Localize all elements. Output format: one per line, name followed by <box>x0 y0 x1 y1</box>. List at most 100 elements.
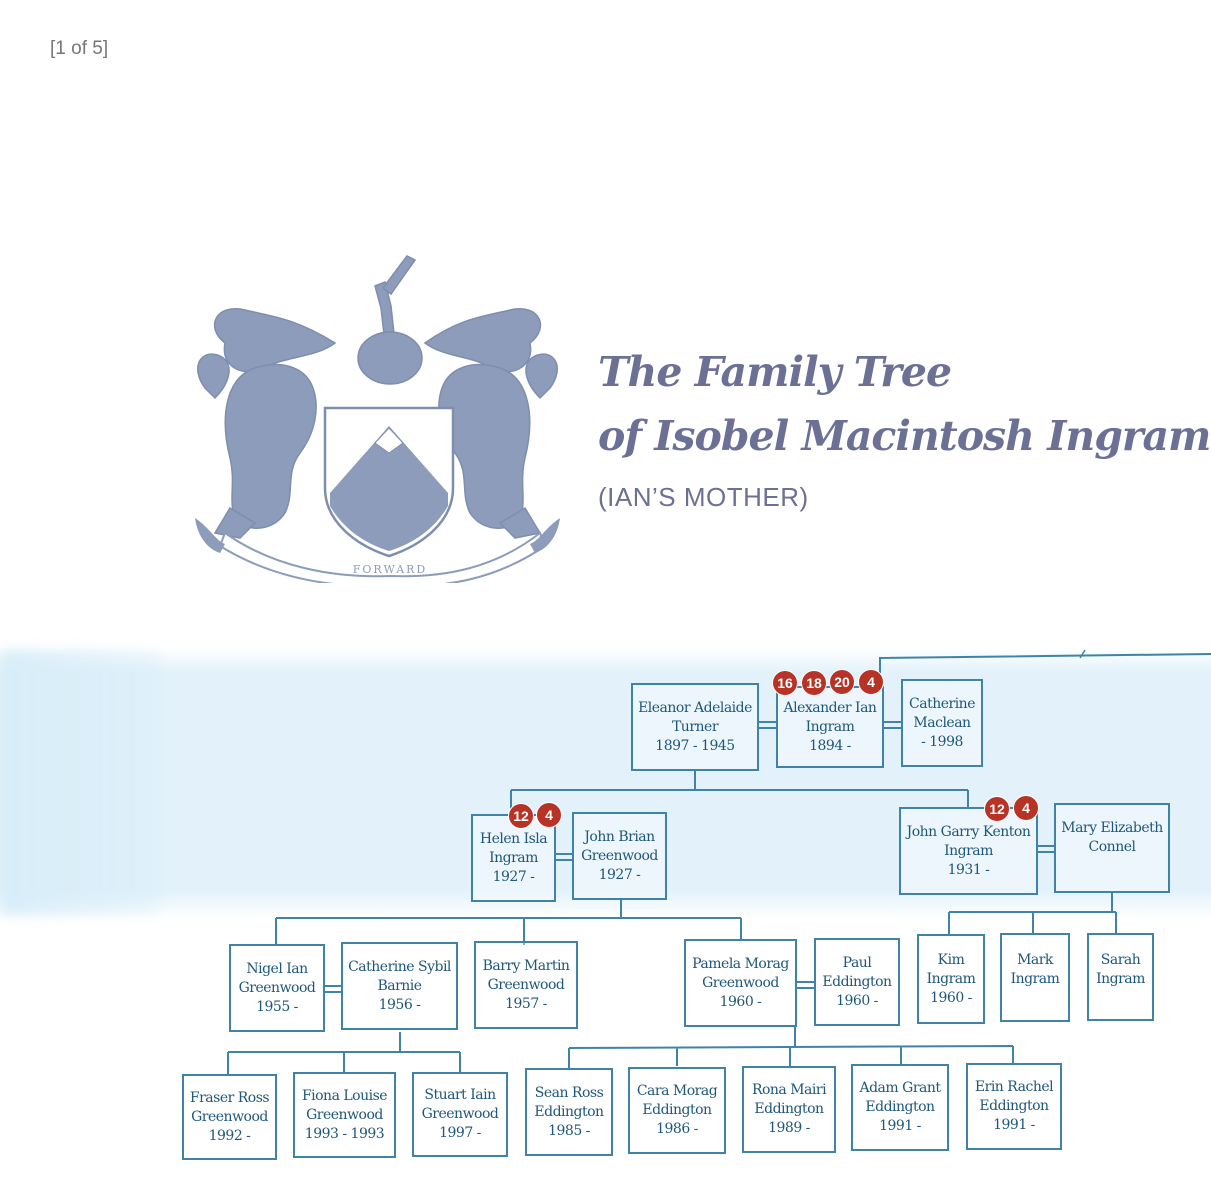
person-box-fiona[interactable]: Fiona Louise Greenwood 1993 - 1993 <box>293 1072 396 1158</box>
person-dates: 1985 - <box>548 1122 590 1139</box>
person-box-john-garry[interactable]: John Garry Kenton Ingram 1931 - <box>899 807 1038 895</box>
person-surname: Greenwood <box>702 974 779 991</box>
person-surname: Greenwood <box>421 1106 499 1122</box>
person-dates: 1991 - <box>993 1117 1035 1133</box>
page-ref-badge[interactable]: 4 <box>536 802 562 828</box>
person-box-helen[interactable]: Helen Isla Ingram 1927 - <box>471 814 556 902</box>
person-name: Sean Ross <box>534 1084 604 1101</box>
person-name: Kim <box>937 951 965 968</box>
person-name: Fiona Louise <box>301 1087 388 1104</box>
highlight-band-edge <box>0 650 160 915</box>
person-name: Paul <box>842 954 872 971</box>
person-dates: 1927 - <box>492 868 535 885</box>
person-surname: Ingram <box>944 842 993 859</box>
person-box-mary[interactable]: Mary Elizabeth Connel <box>1054 803 1170 893</box>
person-box-mark[interactable]: Mark Ingram <box>1000 933 1070 1022</box>
person-dates: 1956 - <box>378 996 421 1013</box>
person-surname: Barnie <box>377 977 422 994</box>
person-surname: Ingram <box>926 970 976 987</box>
person-surname: Ingram <box>1096 971 1145 987</box>
person-box-stuart[interactable]: Stuart Iain Greenwood 1997 - <box>412 1072 508 1157</box>
page-ref-badge[interactable]: 4 <box>858 669 884 695</box>
person-surname: Ingram <box>805 718 855 735</box>
person-name: Cara Morag <box>636 1083 718 1099</box>
crest-motto: FORWARD <box>353 563 428 576</box>
person-surname: Greenwood <box>581 847 658 864</box>
person-name: Sarah <box>1100 952 1141 968</box>
person-box-kim[interactable]: Kim Ingram 1960 - <box>917 934 985 1024</box>
person-box-adam[interactable]: Adam Grant Eddington 1991 - <box>851 1064 949 1151</box>
person-surname: Eddington <box>865 1099 935 1115</box>
person-dates: 1960 - <box>719 993 762 1010</box>
person-name: Alexander Ian <box>783 699 877 716</box>
person-surname: Eddington <box>979 1098 1049 1114</box>
person-surname: Ingram <box>1010 971 1060 987</box>
person-box-rona[interactable]: Rona Mairi Eddington 1989 - <box>742 1066 836 1153</box>
person-box-alexander[interactable]: Alexander Ian Ingram 1894 - <box>776 686 884 768</box>
person-surname: Turner <box>671 718 719 735</box>
person-name: Stuart Iain <box>424 1087 496 1103</box>
person-box-nigel[interactable]: Nigel Ian Greenwood 1955 - <box>229 944 325 1032</box>
person-dates: 1991 - <box>879 1118 921 1134</box>
page-title-line-1: The Family Tree <box>598 348 952 396</box>
person-box-erin[interactable]: Erin Rachel Eddington 1991 - <box>966 1063 1062 1150</box>
person-dates: 1989 - <box>768 1120 810 1136</box>
highlight-band <box>0 648 1211 918</box>
person-name: Rona Mairi <box>751 1082 827 1098</box>
person-name: Catherine Sybil <box>348 958 451 975</box>
page-subtitle: (IAN’S MOTHER) <box>598 482 809 512</box>
person-box-catherine-barnie[interactable]: Catherine Sybil Barnie 1956 - <box>341 942 458 1030</box>
person-surname: Ingram <box>489 849 538 866</box>
person-box-fraser[interactable]: Fraser Ross Greenwood 1992 - <box>182 1074 277 1160</box>
person-dates: 1955 - <box>256 998 298 1015</box>
page-title-line-2: of Isobel Macintosh Ingram <box>598 412 1211 460</box>
person-box-pamela[interactable]: Pamela Morag Greenwood 1960 - <box>684 939 797 1027</box>
person-name: Barry Martin <box>482 957 570 974</box>
person-name: Erin Rachel <box>974 1079 1054 1095</box>
person-dates: 1957 - <box>505 995 547 1012</box>
person-box-john-brian[interactable]: John Brian Greenwood 1927 - <box>572 812 667 900</box>
person-name: John Garry Kenton <box>906 823 1031 840</box>
person-surname: Eddington <box>534 1103 604 1120</box>
person-box-catherine-maclean[interactable]: Catherine Maclean - 1998 <box>901 679 983 767</box>
person-dates: 1986 - <box>656 1121 698 1137</box>
page-ref-badge[interactable]: 4 <box>1013 795 1039 821</box>
page-ref-badge[interactable]: 20 <box>829 669 855 695</box>
page-ref-badge[interactable]: 12 <box>508 803 534 829</box>
person-name: Catherine <box>909 695 975 712</box>
person-dates: 1960 - <box>930 989 972 1006</box>
person-box-barry[interactable]: Barry Martin Greenwood 1957 - <box>474 941 578 1029</box>
person-dates: - 1998 <box>921 733 963 750</box>
person-dates: 1931 - <box>947 861 990 878</box>
person-box-eleanor[interactable]: Eleanor Adelaide Turner 1897 - 1945 <box>631 683 759 771</box>
page-ref-badge[interactable]: 16 <box>772 670 798 696</box>
person-name: Mark <box>1017 952 1053 968</box>
person-name: Pamela Morag <box>692 955 789 972</box>
person-box-sean[interactable]: Sean Ross Eddington 1985 - <box>525 1068 613 1156</box>
person-dates: 1927 - <box>598 866 641 883</box>
person-surname: Maclean <box>913 714 971 731</box>
person-name: Fraser Ross <box>189 1089 270 1106</box>
person-surname: Greenwood <box>306 1106 383 1123</box>
person-surname: Greenwood <box>487 976 565 993</box>
person-name: Helen Isla <box>479 830 548 847</box>
person-dates: 1894 - <box>809 737 851 754</box>
person-dates: 1992 - <box>208 1127 251 1144</box>
person-box-paul[interactable]: Paul Eddington 1960 - <box>814 938 900 1026</box>
person-box-sarah[interactable]: Sarah Ingram <box>1087 933 1154 1021</box>
person-dates: 1960 - <box>836 992 878 1009</box>
page-ref-badge[interactable]: 12 <box>984 796 1010 822</box>
page-counter: [1 of 5] <box>50 38 109 59</box>
person-name: Mary Elizabeth <box>1061 820 1163 836</box>
person-name: Eleanor Adelaide <box>638 699 752 716</box>
person-surname: Eddington <box>642 1102 712 1118</box>
person-surname: Greenwood <box>238 979 316 996</box>
person-name: John Brian <box>584 828 655 845</box>
person-name: Adam Grant <box>859 1080 941 1096</box>
person-dates: 1997 - <box>439 1125 481 1141</box>
person-surname: Connel <box>1088 839 1136 855</box>
person-dates: 1897 - 1945 <box>655 737 735 754</box>
page-ref-badge[interactable]: 18 <box>801 670 827 696</box>
person-box-cara[interactable]: Cara Morag Eddington 1986 - <box>628 1067 726 1154</box>
